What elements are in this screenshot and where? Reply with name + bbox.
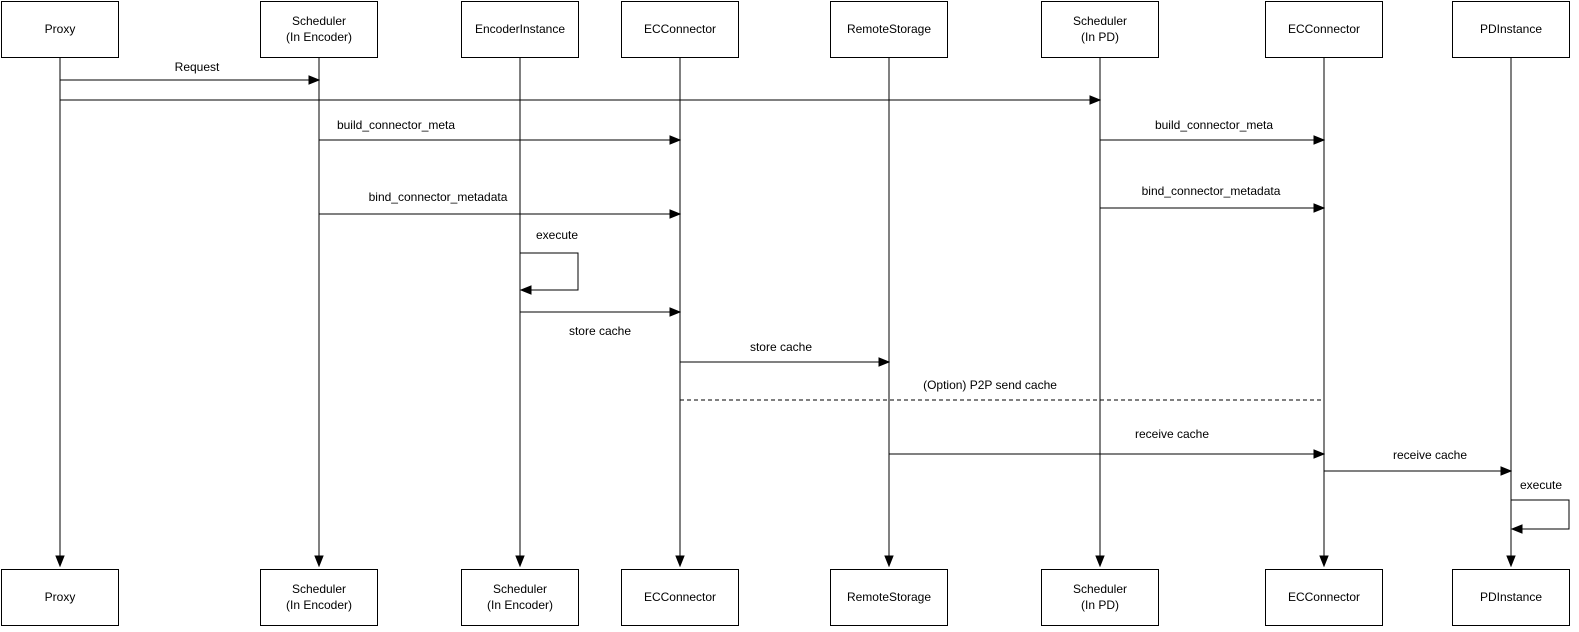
message-label-receive-cache-pd: receive cache: [1392, 448, 1468, 462]
message-label-bind-connector-metadata-encoder: bind_connector_metadata: [368, 190, 508, 204]
participant-label-line: (In PD): [1080, 597, 1119, 612]
participant-label-line: ECConnector: [643, 589, 717, 604]
participant-box-top-pd-instance: PDInstance: [1452, 1, 1570, 58]
participant-box-top-proxy: Proxy: [1, 1, 119, 58]
participant-box-bottom-scheduler-pd: Scheduler(In PD): [1041, 569, 1159, 626]
message-label-execute-pd: execute: [1519, 478, 1563, 492]
message-label-execute-encoder: execute: [535, 228, 579, 242]
participant-label-line: Scheduler: [1072, 581, 1128, 596]
participant-box-top-remote-storage: RemoteStorage: [830, 1, 948, 58]
participant-box-bottom-encoder-instance: Scheduler(In Encoder): [461, 569, 579, 626]
participant-label-line: (In PD): [1080, 29, 1119, 44]
participant-label-line: Proxy: [44, 589, 76, 604]
participant-label-line: PDInstance: [1479, 589, 1543, 604]
participant-label-line: (In Encoder): [486, 597, 554, 612]
message-label-bind-connector-metadata-pd: bind_connector_metadata: [1141, 184, 1281, 198]
message-label-build-connector-meta-encoder: build_connector_meta: [336, 118, 456, 132]
participant-box-top-encoder-instance: EncoderInstance: [461, 1, 579, 58]
participant-box-bottom-proxy: Proxy: [1, 569, 119, 626]
participant-label-line: RemoteStorage: [846, 589, 932, 604]
message-label-request: Request: [174, 60, 220, 74]
participant-label-line: Scheduler: [1072, 13, 1128, 28]
message-label-store-cache-encoder: store cache: [568, 324, 632, 338]
participant-label-line: ECConnector: [643, 21, 717, 36]
self-message-execute-pd: [1511, 499, 1570, 529]
participant-label-line: ECConnector: [1287, 589, 1361, 604]
participant-label-line: ECConnector: [1287, 21, 1361, 36]
participant-box-top-scheduler-pd: Scheduler(In PD): [1041, 1, 1159, 58]
participant-label-line: RemoteStorage: [846, 21, 932, 36]
self-message-execute-encoder: [520, 252, 579, 290]
message-label-store-cache-remote: store cache: [749, 340, 813, 354]
participant-box-bottom-scheduler-encoder: Scheduler(In Encoder): [260, 569, 378, 626]
participant-box-bottom-pd-instance: PDInstance: [1452, 569, 1570, 626]
participant-label-line: Scheduler: [291, 13, 347, 28]
participant-label-line: (In Encoder): [285, 597, 353, 612]
message-label-build-connector-meta-pd: build_connector_meta: [1154, 118, 1274, 132]
participant-box-bottom-remote-storage: RemoteStorage: [830, 569, 948, 626]
participant-label-line: Scheduler: [492, 581, 548, 596]
participant-label-line: PDInstance: [1479, 21, 1543, 36]
participant-box-top-ec-connector-2: ECConnector: [1265, 1, 1383, 58]
participant-label-line: Proxy: [44, 21, 76, 36]
participant-box-top-ec-connector-1: ECConnector: [621, 1, 739, 58]
participant-box-bottom-ec-connector-2: ECConnector: [1265, 569, 1383, 626]
participant-label-line: EncoderInstance: [474, 21, 566, 36]
participant-label-line: (In Encoder): [285, 29, 353, 44]
message-label-p2p-send-cache: (Option) P2P send cache: [923, 378, 1057, 392]
participant-box-bottom-ec-connector-1: ECConnector: [621, 569, 739, 626]
participant-label-line: Scheduler: [291, 581, 347, 596]
participant-box-top-scheduler-encoder: Scheduler(In Encoder): [260, 1, 378, 58]
message-label-receive-cache-remote: receive cache: [1134, 427, 1210, 441]
